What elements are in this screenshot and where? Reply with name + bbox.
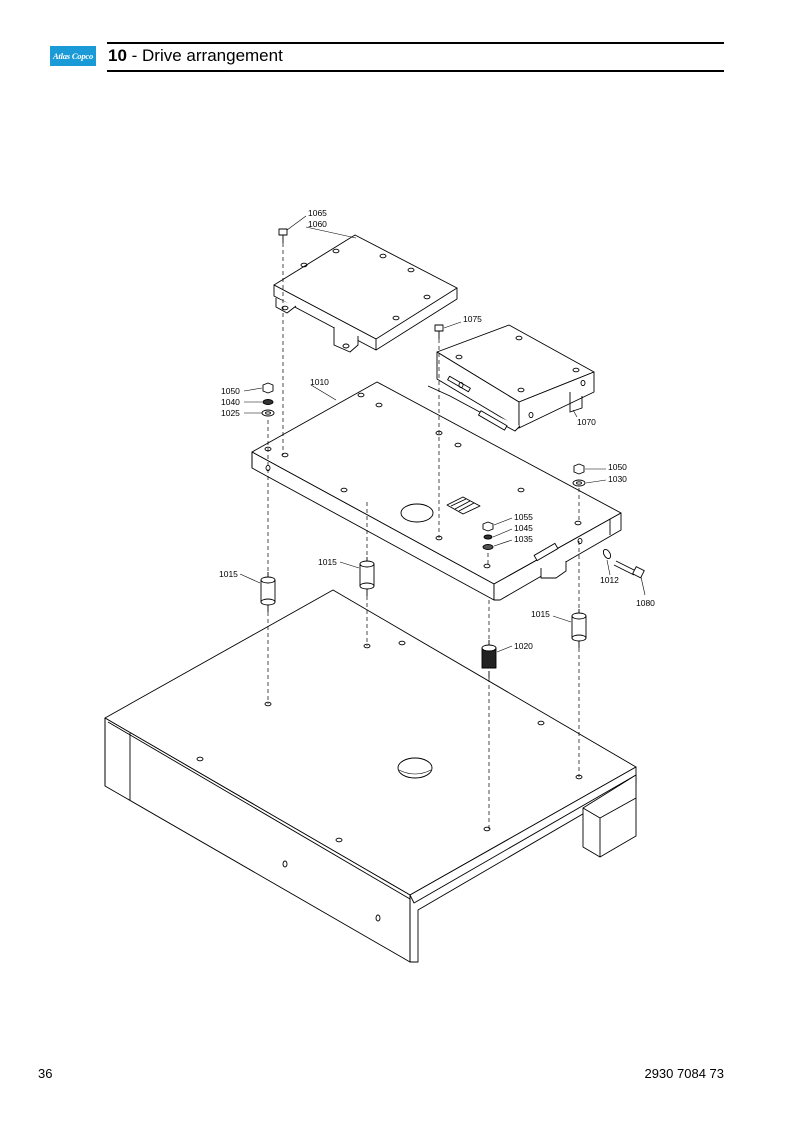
document-number: 2930 7084 73 (644, 1066, 724, 1081)
header-rule-top (107, 42, 724, 44)
header-rule-bottom (107, 70, 724, 72)
page-number: 36 (38, 1066, 53, 1081)
callout-1030: 1030 (608, 474, 627, 484)
section-title: - Drive arrangement (126, 46, 283, 65)
callout-1045: 1045 (514, 523, 533, 533)
callout-1055: 1055 (514, 512, 533, 522)
callout-1010: 1010 (310, 377, 329, 387)
vibration-mount-1020 (481, 640, 497, 678)
mounting-plate (251, 381, 622, 601)
callout-1015-left: 1015 (219, 569, 238, 579)
callout-1040: 1040 (221, 397, 240, 407)
vibration-mount-middle (359, 557, 375, 596)
section-number: 10 (108, 46, 127, 65)
logo-text: Atlas Copco (52, 51, 94, 61)
callout-1065: 1065 (308, 208, 327, 218)
page-title: 10 - Drive arrangement (108, 46, 283, 66)
base-frame (104, 589, 637, 963)
callout-1050-right: 1050 (608, 462, 627, 472)
vibration-mount-right (571, 609, 587, 648)
atlas-copco-logo: Atlas Copco (50, 46, 96, 66)
callout-1070: 1070 (577, 417, 596, 427)
callout-1025: 1025 (221, 408, 240, 418)
vibration-mount-left (260, 572, 276, 612)
callout-1012: 1012 (600, 575, 619, 585)
callout-1015-right: 1015 (531, 609, 550, 619)
callout-1050-left: 1050 (221, 386, 240, 396)
callout-1020: 1020 (514, 641, 533, 651)
assembly-centerlines (267, 243, 580, 829)
callout-1060: 1060 (308, 219, 327, 229)
callout-1075: 1075 (463, 314, 482, 324)
fasteners (261, 228, 645, 579)
callout-1035: 1035 (514, 534, 533, 544)
module-box-1070 (427, 324, 595, 432)
leader-lines (239, 215, 646, 653)
callout-1080: 1080 (636, 598, 655, 608)
callout-1015-middle: 1015 (318, 557, 337, 567)
bracket-1060 (273, 234, 458, 353)
